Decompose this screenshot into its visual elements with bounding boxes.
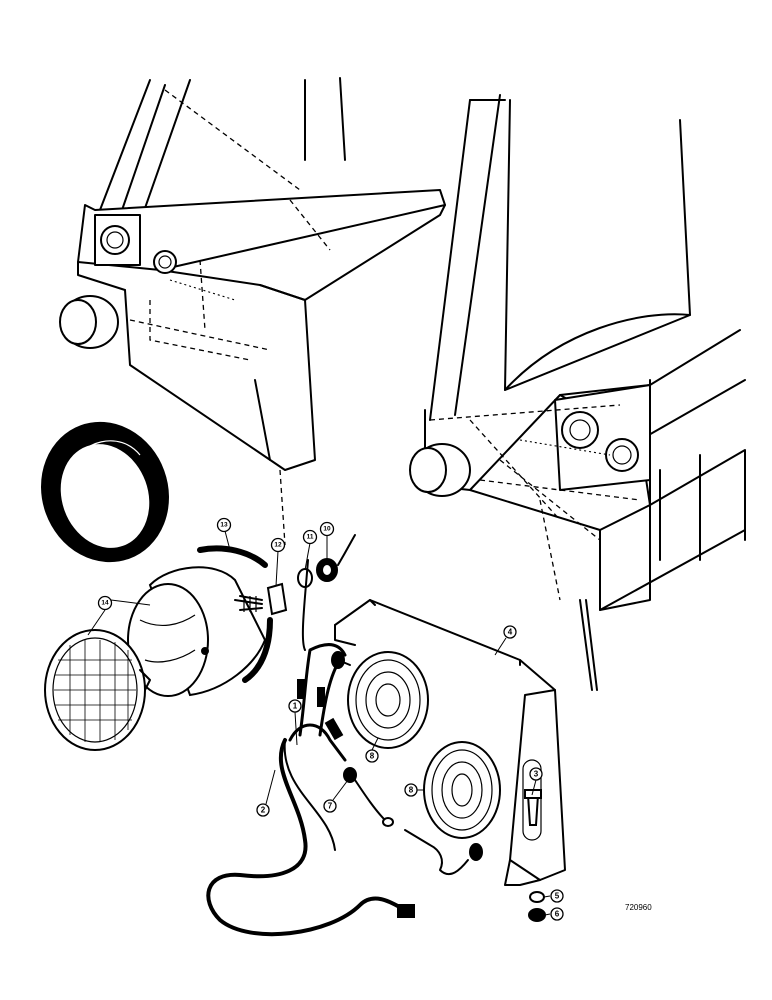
- lamp-housing: [127, 566, 267, 697]
- svg-text:13: 13: [220, 522, 228, 529]
- left-fender-assembly: [59, 77, 446, 546]
- washer-nut-stack: [528, 891, 546, 922]
- svg-text:5: 5: [555, 892, 560, 901]
- callout-leaders: [87, 530, 551, 916]
- callout-14: 14: [97, 595, 113, 611]
- callout-4: 4: [503, 625, 517, 639]
- callout-7: 7: [323, 799, 337, 813]
- callout-2: 2: [256, 803, 270, 817]
- svg-text:8: 8: [409, 786, 414, 795]
- sealed-beam-lens: [44, 629, 151, 751]
- right-fender-assembly: [409, 94, 746, 691]
- svg-text:4: 4: [508, 628, 513, 637]
- lamp-bracket-4: [334, 599, 566, 886]
- svg-text:2: 2: [261, 806, 266, 815]
- callout-1: 1: [288, 699, 302, 713]
- callout-11: 11: [302, 529, 318, 545]
- svg-text:10: 10: [323, 526, 331, 533]
- callout-13: 13: [216, 517, 232, 533]
- callout-10: 10: [319, 521, 335, 537]
- svg-text:14: 14: [101, 600, 109, 607]
- svg-text:3: 3: [534, 770, 539, 779]
- svg-text:12: 12: [274, 542, 282, 549]
- warning-lamp-upper: [331, 651, 429, 749]
- svg-text:11: 11: [307, 534, 314, 541]
- callout-3: 3: [529, 767, 543, 781]
- callout-12: 12: [270, 537, 286, 553]
- drawing-number: 720960: [625, 903, 652, 912]
- callout-8-upper: 8: [365, 749, 379, 763]
- svg-text:7: 7: [328, 802, 333, 811]
- callout-5: 5: [550, 889, 564, 903]
- callout-8-lower: 8: [404, 783, 418, 797]
- svg-text:1: 1: [293, 702, 298, 711]
- svg-text:6: 6: [555, 910, 560, 919]
- callout-6: 6: [550, 907, 564, 921]
- wiring-harness: [206, 559, 469, 937]
- lamp-gasket-13: [197, 545, 273, 683]
- lamp-hood: [41, 421, 169, 563]
- svg-text:8: 8: [370, 752, 375, 761]
- mounting-hardware: [266, 534, 356, 616]
- warning-lamp-lower: [423, 741, 501, 861]
